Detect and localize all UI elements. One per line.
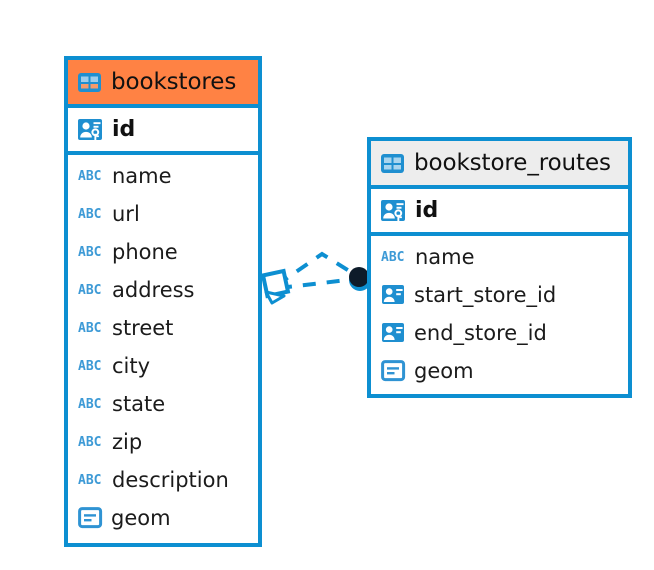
field-label: geom <box>111 506 171 530</box>
field-label: city <box>112 354 151 378</box>
field-label: state <box>112 392 166 416</box>
field-label: start_store_id <box>414 283 557 307</box>
field-row-geom[interactable]: geom <box>371 352 628 390</box>
primary-key-label: id <box>415 198 439 223</box>
primary-key-row-bookstore-routes[interactable]: id <box>371 189 628 236</box>
field-row-end-store-id[interactable]: end_store_id <box>371 314 628 352</box>
field-row-name[interactable]: ABC name <box>68 157 258 195</box>
relationship-line-upper[interactable] <box>275 251 361 287</box>
field-row-state[interactable]: ABC state <box>68 385 258 423</box>
erd-table-bookstores[interactable]: bookstores id ABC name <box>64 56 262 547</box>
field-label: end_store_id <box>414 321 547 345</box>
relationship-endpoint-diamond[interactable] <box>260 268 291 305</box>
table-icon <box>77 70 102 95</box>
table-header-bookstores[interactable]: bookstores <box>68 60 258 108</box>
table-title: bookstore_routes <box>414 150 611 176</box>
abc-icon: ABC <box>78 320 102 336</box>
field-row-phone[interactable]: ABC phone <box>68 233 258 271</box>
field-label: phone <box>112 240 178 264</box>
abc-icon: ABC <box>78 434 102 450</box>
field-label: description <box>112 468 229 492</box>
geometry-icon <box>78 507 103 529</box>
foreign-key-icon <box>381 284 406 306</box>
primary-key-icon <box>77 117 103 143</box>
field-label: address <box>112 278 195 302</box>
abc-icon: ABC <box>78 472 102 488</box>
field-label: name <box>415 245 475 269</box>
field-row-name[interactable]: ABC name <box>371 238 628 276</box>
foreign-key-icon <box>381 322 406 344</box>
field-list-bookstores: ABC name ABC url ABC phone ABC address A… <box>68 155 258 537</box>
field-row-address[interactable]: ABC address <box>68 271 258 309</box>
abc-icon: ABC <box>78 206 102 222</box>
field-label: geom <box>414 359 474 383</box>
abc-icon: ABC <box>78 358 102 374</box>
field-row-street[interactable]: ABC street <box>68 309 258 347</box>
abc-icon: ABC <box>78 396 102 412</box>
abc-icon: ABC <box>78 244 102 260</box>
field-label: name <box>112 164 172 188</box>
abc-icon: ABC <box>78 282 102 298</box>
field-row-url[interactable]: ABC url <box>68 195 258 233</box>
geometry-icon <box>381 360 406 382</box>
field-label: zip <box>112 430 143 454</box>
relationship-line-lower[interactable] <box>278 277 357 290</box>
field-row-zip[interactable]: ABC zip <box>68 423 258 461</box>
field-row-start-store-id[interactable]: start_store_id <box>371 276 628 314</box>
field-label: street <box>112 316 174 340</box>
field-list-bookstore-routes: ABC name start_store_id <box>371 236 628 390</box>
field-row-geom[interactable]: geom <box>68 499 258 537</box>
erd-table-bookstore-routes[interactable]: bookstore_routes id ABC name <box>367 137 632 398</box>
field-row-city[interactable]: ABC city <box>68 347 258 385</box>
field-row-description[interactable]: ABC description <box>68 461 258 499</box>
table-icon <box>380 151 405 176</box>
abc-icon: ABC <box>381 249 405 265</box>
table-header-bookstore-routes[interactable]: bookstore_routes <box>371 141 628 189</box>
primary-key-label: id <box>112 117 136 142</box>
field-label: url <box>112 202 140 226</box>
primary-key-row-bookstores[interactable]: id <box>68 108 258 155</box>
primary-key-icon <box>380 198 406 224</box>
abc-icon: ABC <box>78 168 102 184</box>
table-title: bookstores <box>111 69 237 95</box>
